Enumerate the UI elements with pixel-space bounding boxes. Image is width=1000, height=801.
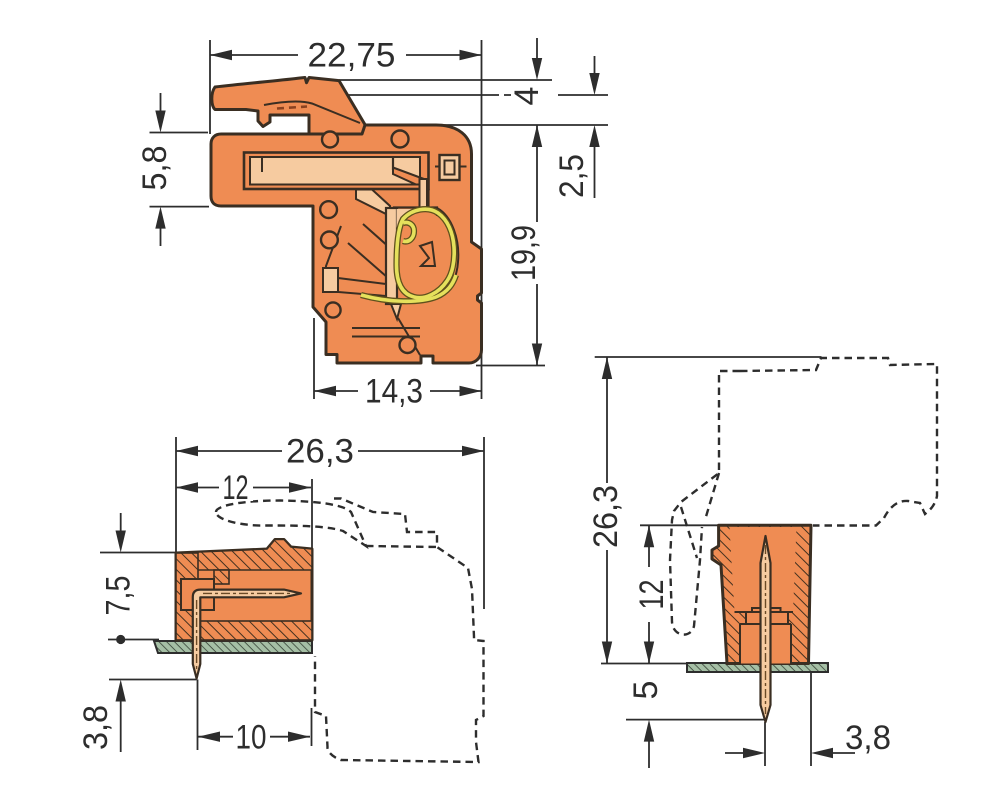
svg-text:26,3: 26,3: [286, 433, 354, 471]
svg-text:7,5: 7,5: [100, 576, 138, 616]
svg-text:5,8: 5,8: [136, 146, 174, 191]
svg-text:26,3: 26,3: [587, 485, 625, 548]
svg-text:3,8: 3,8: [77, 705, 115, 750]
svg-text:10: 10: [236, 719, 267, 757]
svg-text:12: 12: [223, 469, 249, 507]
svg-text:3,8: 3,8: [845, 719, 891, 757]
svg-text:19,9: 19,9: [505, 225, 543, 281]
svg-text:22,75: 22,75: [308, 37, 396, 75]
svg-text:12: 12: [633, 580, 671, 610]
svg-text:5: 5: [627, 681, 665, 700]
svg-text:2,5: 2,5: [553, 154, 591, 198]
svg-text:4: 4: [508, 87, 546, 106]
svg-text:14,3: 14,3: [365, 373, 423, 411]
